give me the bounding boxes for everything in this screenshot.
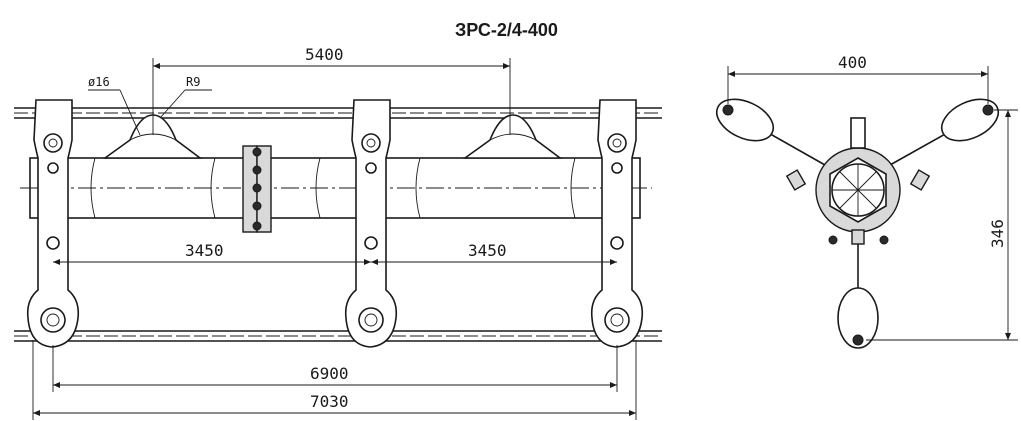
dimension-height: 346 [866, 109, 1018, 341]
dimension-height-label: 346 [988, 219, 1007, 248]
drawing-title: ЗРС-2/4-400 [455, 20, 558, 40]
conductor-clamp-right [940, 98, 1000, 142]
spacer-hub [785, 117, 931, 245]
dimension-overall-outer: 7030 [32, 340, 637, 420]
front-view: 5400 ø16 R9 3450 3450 6900 [14, 45, 662, 420]
dimension-overall-inner-label: 6900 [310, 364, 349, 383]
flange-joint [242, 145, 272, 233]
dimension-halves: 3450 3450 [53, 241, 617, 265]
dimension-overall-inner: 6900 [52, 345, 618, 392]
upper-conductor [14, 107, 662, 119]
dimension-half-left-label: 3450 [185, 241, 224, 260]
dimension-radius-label: R9 [186, 75, 200, 89]
dimension-diameter-label: ø16 [88, 75, 110, 89]
conductor-clamp-bottom [837, 287, 879, 349]
dimension-half-right-label: 3450 [468, 241, 507, 260]
conductor-clamp-left [715, 98, 775, 142]
clamp-plate-left [26, 99, 80, 348]
dimension-width-label: 400 [838, 53, 867, 72]
spacer-tube [20, 157, 652, 219]
dimension-spacing: 5400 [152, 45, 511, 135]
lower-conductor [14, 330, 662, 342]
saddle-clamp-left [102, 114, 203, 159]
dimension-width: 400 [727, 53, 989, 104]
clamp-plate-middle [344, 99, 398, 348]
clamp-plate-right [590, 99, 644, 348]
dimension-spacing-label: 5400 [305, 45, 344, 64]
side-view: 400 346 [715, 53, 1018, 349]
dimension-radius: R9 [159, 75, 212, 119]
dimension-overall-outer-label: 7030 [310, 392, 349, 411]
dimension-diameter: ø16 [88, 75, 141, 136]
saddle-clamp-right [462, 114, 563, 159]
